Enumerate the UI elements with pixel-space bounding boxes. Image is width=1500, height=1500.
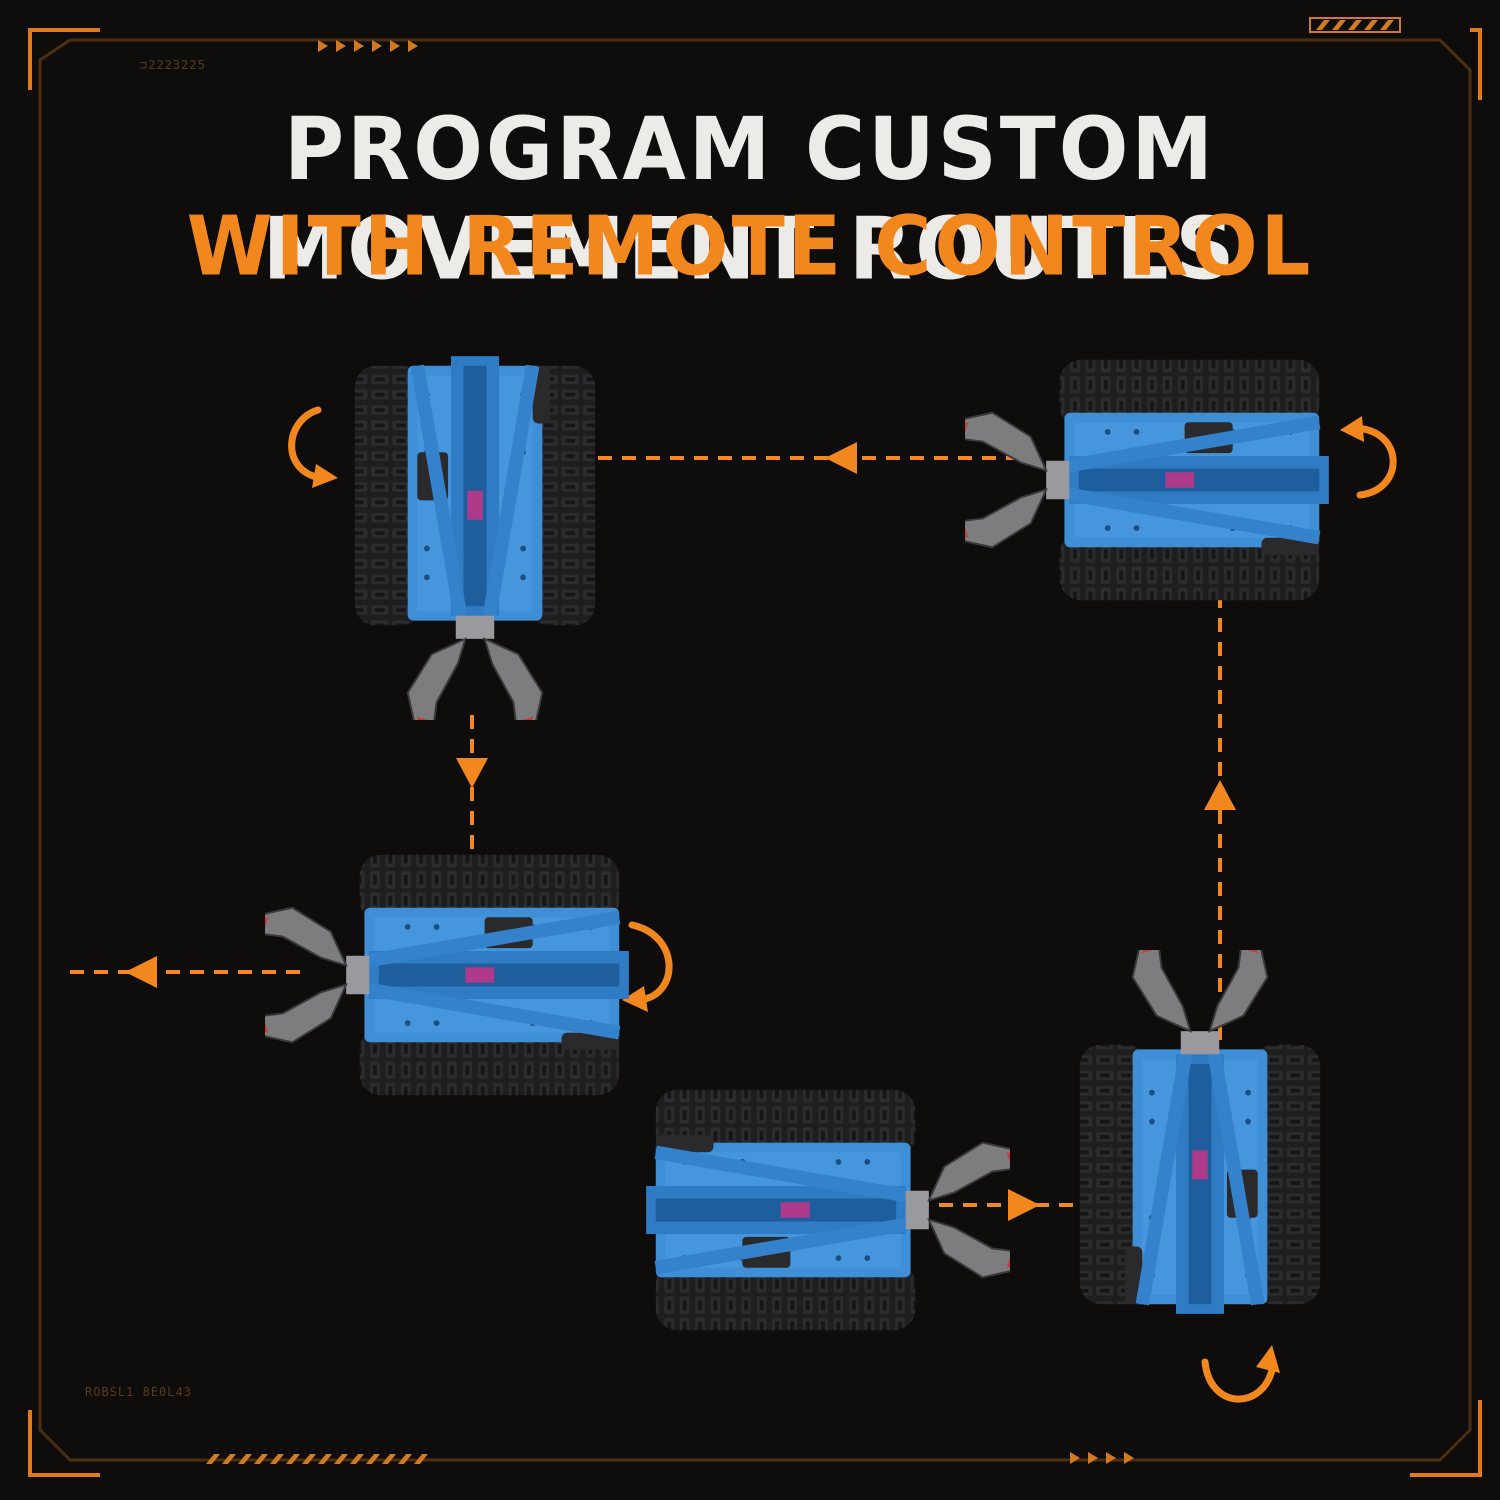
arrowhead-left-middle bbox=[125, 956, 157, 988]
robot-bottom-right bbox=[1080, 929, 1320, 1314]
robot-middle-left bbox=[244, 855, 629, 1095]
arrowhead-up-right bbox=[1204, 780, 1236, 810]
hud-code-bottom: ROBSL1 8E0L43 bbox=[85, 1385, 192, 1399]
route-path bbox=[60, 456, 1222, 1207]
robot-top-left bbox=[355, 356, 595, 741]
hud-code-top: ⊐2223225 bbox=[140, 58, 206, 72]
rotate-arrow-middle-left bbox=[628, 921, 673, 1004]
chevron-decor-top bbox=[318, 17, 1401, 52]
arrowhead-down-left bbox=[456, 758, 488, 788]
title-line-1: PROGRAM CUSTOM MOVEMENT ROUTES bbox=[262, 100, 1238, 300]
rotate-arrow-top-right bbox=[1351, 424, 1397, 499]
rotation-arrowheads bbox=[312, 416, 1364, 1373]
hud-frame bbox=[28, 28, 1482, 1477]
rotate-arrow-bottom-right bbox=[1201, 1358, 1276, 1403]
title-line-2: WITH REMOTE CONTROL bbox=[186, 199, 1314, 295]
robot-top-right bbox=[944, 360, 1329, 600]
route-arrowheads bbox=[125, 442, 1236, 1221]
chevron-decor-bottom bbox=[206, 1452, 1134, 1464]
arrowhead-right-bottom bbox=[1008, 1189, 1040, 1221]
robot-bottom-center bbox=[646, 1090, 1031, 1330]
rotation-arrows bbox=[288, 406, 1397, 1403]
rotate-arrow-top-left bbox=[288, 406, 324, 482]
arrowhead-left-top bbox=[825, 442, 857, 474]
